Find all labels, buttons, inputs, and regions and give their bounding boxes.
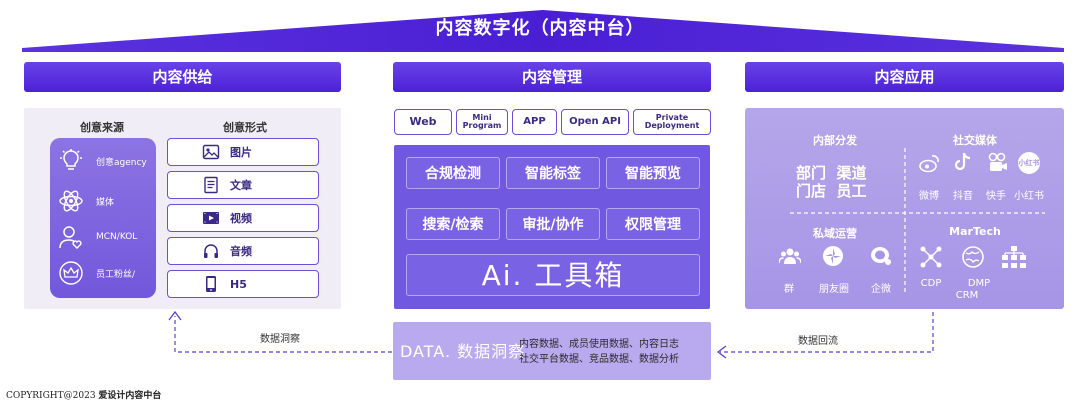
form-label: H5 — [230, 277, 247, 291]
api-tab-open-api[interactable]: Open API — [561, 109, 629, 135]
data-insight-box — [393, 322, 711, 380]
weibo-icon — [919, 155, 939, 173]
brand-name: 爱设计内容中台 — [98, 391, 162, 401]
flow-label-left: 数据洞察 — [260, 334, 300, 345]
source-label: MCN/KOL — [96, 232, 138, 242]
mobile-icon — [206, 276, 216, 292]
form-item-audio[interactable]: 音频 — [167, 237, 319, 265]
quadrant-dividers — [790, 148, 1045, 293]
feature-smart-preview[interactable]: 智能预览 — [606, 157, 700, 189]
form-label: 图片 — [230, 146, 252, 159]
copyright: COPYRIGHT@2023 爱设计内容中台 — [6, 388, 161, 401]
group-icon — [779, 248, 801, 264]
social-label: 快手 — [986, 191, 1006, 202]
source-label: 员工粉丝/ — [96, 269, 136, 280]
sources-title: 创意来源 — [80, 121, 124, 134]
form-item-image[interactable]: 图片 — [167, 138, 319, 166]
person-heart-icon — [59, 226, 82, 250]
hierarchy-icon — [1002, 246, 1026, 268]
supply-header: 内容供给 — [24, 62, 341, 92]
xiaohongshu-icon: 小红书 — [1018, 152, 1040, 174]
social-label: 抖音 — [953, 191, 973, 202]
feature-approval[interactable]: 审批/协作 — [506, 208, 600, 240]
martech-label: DMP — [967, 278, 991, 289]
api-tab-mini-program[interactable]: Mini Program — [456, 109, 508, 135]
management-header: 内容管理 — [393, 62, 711, 92]
copyright-text: COPYRIGHT@2023 — [6, 391, 96, 401]
feature-search[interactable]: 搜索/检索 — [406, 208, 500, 240]
data-description-line2: 社交平台数据、竞品数据、数据分析 — [519, 354, 679, 365]
sources-box: 创意agency 媒体 MCN/KOL 员工粉丝/ — [50, 138, 156, 298]
roof-banner — [22, 10, 1064, 52]
social-title: 社交媒体 — [953, 134, 997, 147]
form-label: 音频 — [230, 245, 252, 258]
internal-line1: 部门 渠道 — [796, 164, 867, 182]
private-label: 企微 — [871, 284, 891, 295]
social-label: 微博 — [919, 191, 939, 202]
api-tab-web[interactable]: Web — [394, 109, 452, 135]
moments-icon — [823, 246, 843, 266]
private-label: 群 — [784, 284, 794, 295]
forms-title: 创意形式 — [223, 121, 267, 134]
api-tab-private-deployment[interactable]: Private Deployment — [633, 109, 711, 135]
form-item-h5[interactable]: H5 — [167, 270, 319, 298]
douyin-icon — [954, 152, 971, 171]
source-item: MCN/KOL — [58, 222, 198, 252]
martech-label: CDP — [920, 278, 942, 289]
data-logo: DATA. 数据洞察 — [400, 342, 526, 361]
internal-line2: 门店 员工 — [796, 182, 867, 200]
network-icon — [920, 246, 942, 268]
social-label: 小红书 — [1014, 191, 1044, 202]
video-icon — [203, 212, 219, 224]
martech-title: MarTech — [949, 225, 1001, 238]
data-description-line1: 内容数据、成员使用数据、内容日志 — [519, 339, 679, 350]
wecom-icon — [871, 247, 891, 265]
globe-icon — [962, 246, 984, 268]
headphones-icon — [204, 244, 218, 258]
feature-compliance[interactable]: 合规检测 — [406, 157, 500, 189]
private-title: 私域运营 — [813, 227, 857, 240]
lightbulb-icon — [60, 149, 82, 170]
document-icon — [204, 176, 218, 194]
source-item: 媒体 — [58, 186, 198, 216]
source-item: 员工粉丝/ — [58, 258, 198, 288]
atom-icon — [59, 190, 83, 212]
source-label: 创意agency — [96, 157, 147, 168]
application-header: 内容应用 — [745, 62, 1064, 92]
private-label: 朋友圈 — [819, 284, 849, 295]
page-title: 内容数字化（内容中台） — [435, 18, 645, 39]
internal-title: 内部分发 — [813, 134, 857, 147]
feature-permissions[interactable]: 权限管理 — [606, 208, 700, 240]
crown-icon — [59, 261, 83, 285]
form-item-video[interactable]: 视频 — [167, 204, 319, 232]
ai-toolbox[interactable]: Ai. 工具箱 — [406, 254, 700, 296]
form-label: 文章 — [230, 179, 252, 192]
api-tab-app[interactable]: APP — [512, 109, 557, 135]
martech-label: CRM — [955, 290, 979, 301]
form-item-article[interactable]: 文章 — [167, 171, 319, 199]
source-label: 媒体 — [96, 197, 115, 208]
kuaishou-icon — [988, 152, 1007, 171]
image-icon — [202, 144, 220, 160]
source-item: 创意agency — [58, 146, 198, 176]
form-label: 视频 — [230, 212, 252, 225]
feature-smart-tags[interactable]: 智能标签 — [506, 157, 600, 189]
flow-label-right: 数据回流 — [798, 336, 838, 347]
